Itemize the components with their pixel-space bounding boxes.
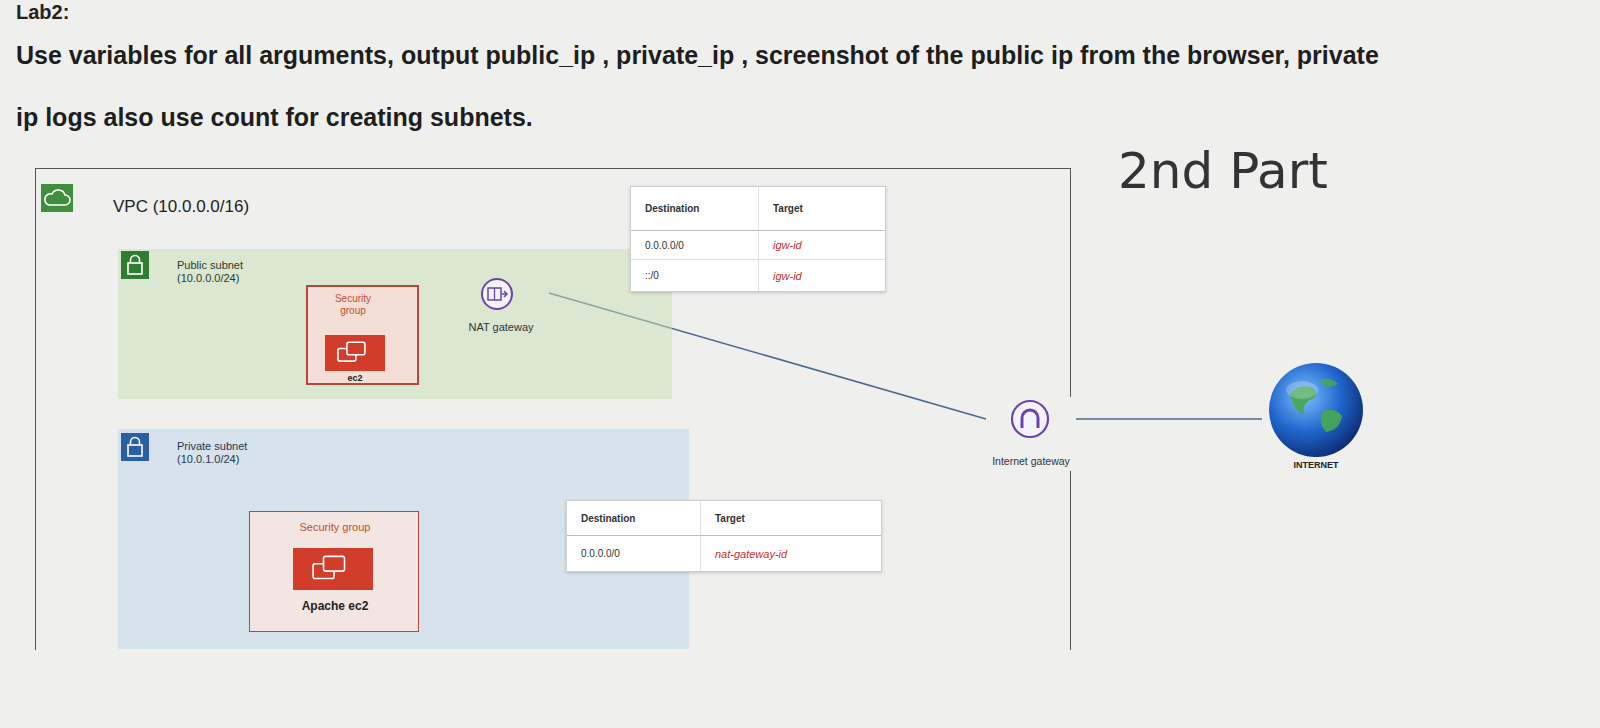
- table-text: ::/0: [645, 270, 659, 281]
- icon-part: [1320, 379, 1338, 387]
- security-group-label: Security group: [321, 293, 385, 316]
- table-cell: nat-gateway-id: [701, 536, 881, 571]
- icon-part: [128, 445, 142, 456]
- page-title: Lab2:: [16, 1, 69, 24]
- internet-label: INTERNET: [1262, 460, 1370, 470]
- icon-part: [128, 263, 142, 274]
- table-cell: 0.0.0.0/0: [631, 231, 759, 260]
- icon-part: [1012, 401, 1048, 437]
- icon-part: [494, 288, 495, 300]
- table-cell: Target: [701, 501, 881, 536]
- icon-part: [121, 433, 149, 461]
- table-text: Target: [773, 203, 803, 214]
- subnet-label: Private subnet (10.0.1.0/24): [177, 440, 272, 466]
- table-text: igw-id: [773, 239, 802, 251]
- connector-line: [1076, 418, 1262, 420]
- icon-part: [41, 184, 73, 212]
- table-cell: Target: [759, 187, 885, 231]
- gateway-label: Internet gateway: [986, 455, 1076, 467]
- security-group-label: Security group: [252, 521, 418, 533]
- route-table: DestinationTarget0.0.0.0/0igw-id::/0igw-…: [630, 186, 886, 292]
- globe-icon: [1262, 360, 1370, 474]
- nat-gateway: NAT gateway: [453, 276, 549, 338]
- security-group: Security group ec2: [306, 285, 419, 385]
- internet-globe: INTERNET: [1262, 360, 1370, 474]
- table-cell: ::/0: [631, 260, 759, 291]
- part-heading: 2nd Part: [1118, 142, 1328, 200]
- instance-label: ec2: [325, 373, 385, 383]
- vpc-label: VPC (10.0.0.0/16): [113, 197, 249, 217]
- icon-part: [488, 288, 501, 300]
- icon-part: [482, 279, 512, 309]
- table-text: nat-gateway-id: [715, 548, 787, 560]
- icon-part: [1286, 381, 1318, 399]
- icon-part: [45, 190, 70, 205]
- table-text: Destination: [645, 203, 699, 214]
- subnet-label: Public subnet (10.0.0.0/24): [177, 259, 272, 285]
- public-subnet: Public subnet (10.0.0.0/24) Security grou…: [118, 249, 672, 399]
- icon-part: [325, 335, 385, 371]
- table-cell: Destination: [567, 501, 701, 536]
- table-cell: igw-id: [759, 231, 885, 260]
- icon-part: [131, 256, 140, 263]
- instruction-text: Use variables for all arguments, output …: [16, 24, 1406, 148]
- table-text: Destination: [581, 513, 635, 524]
- instance-label: Apache ec2: [252, 599, 418, 613]
- table-cell: 0.0.0.0/0: [567, 536, 701, 571]
- table-text: 0.0.0.0/0: [645, 240, 684, 251]
- internet-gateway: Internet gateway: [986, 397, 1076, 471]
- route-table: Destination Target 0.0.0.0/0 nat-gateway-id: [566, 500, 882, 572]
- icon-part: [347, 342, 365, 355]
- icon-part: [131, 438, 140, 445]
- security-group: Security groupApache ec2: [249, 511, 419, 632]
- gateway-label: NAT gateway: [453, 321, 549, 333]
- table-text: igw-id: [773, 270, 802, 282]
- table-cell: igw-id: [759, 260, 885, 291]
- vpc-box: VPC (10.0.0.0/16) Public subnet (10.0.0.0…: [35, 168, 1071, 650]
- icon-part: [1022, 410, 1038, 428]
- table-text: 0.0.0.0/0: [581, 548, 620, 559]
- icon-part: [293, 548, 373, 590]
- icon-part: [121, 251, 149, 279]
- icon-part: [1269, 363, 1363, 457]
- icon-part: [1321, 410, 1342, 432]
- icon-part: [502, 291, 507, 297]
- icon-part: [324, 556, 345, 571]
- table-cell: Destination: [631, 187, 759, 231]
- table-text: Target: [715, 513, 745, 524]
